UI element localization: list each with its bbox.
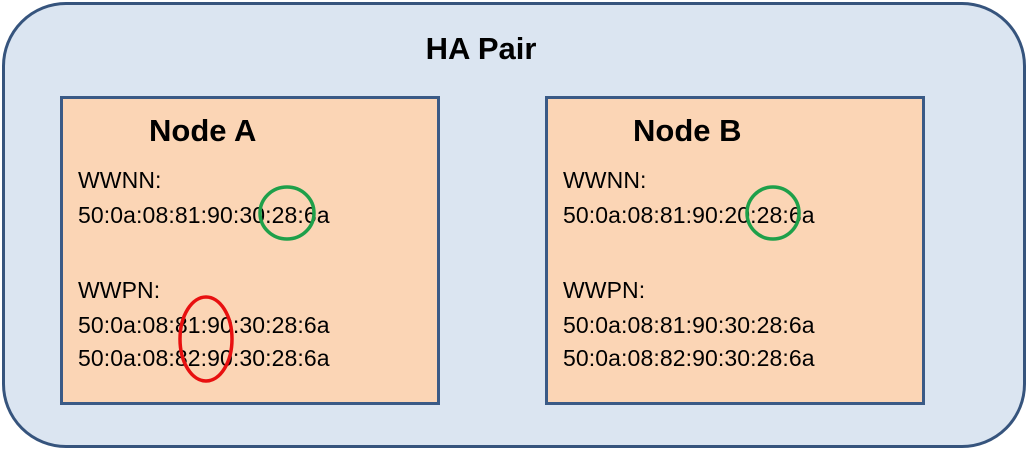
node-b-wwnn-value: 50:0a:08:81:90:20:28:6a (563, 202, 815, 228)
node-a-wwpn-value-1: 50:0a:08:81:90:30:28:6a (78, 312, 330, 338)
node-b-box: Node B WWNN: 50:0a:08:81:90:20:28:6a WWP… (545, 96, 925, 405)
node-a-wwnn-label: WWNN: (78, 167, 162, 193)
node-a-wwpn-value-2: 50:0a:08:82:90:30:28:6a (78, 345, 330, 371)
node-a-box: Node A WWNN: 50:0a:08:81:90:30:28:6a WWP… (60, 96, 440, 405)
ha-pair-title: HA Pair (425, 31, 537, 66)
node-b-wwpn-value-2: 50:0a:08:82:90:30:28:6a (563, 345, 815, 371)
node-a-wwpn-label: WWPN: (78, 277, 161, 303)
node-b-wwnn-label: WWNN: (563, 167, 647, 193)
node-b-title: Node B (633, 113, 742, 148)
node-a-title: Node A (149, 113, 257, 148)
node-a-wwnn-value: 50:0a:08:81:90:30:28:6a (78, 202, 330, 228)
node-b-wwpn-label: WWPN: (563, 277, 646, 303)
node-b-wwpn-value-1: 50:0a:08:81:90:30:28:6a (563, 312, 815, 338)
